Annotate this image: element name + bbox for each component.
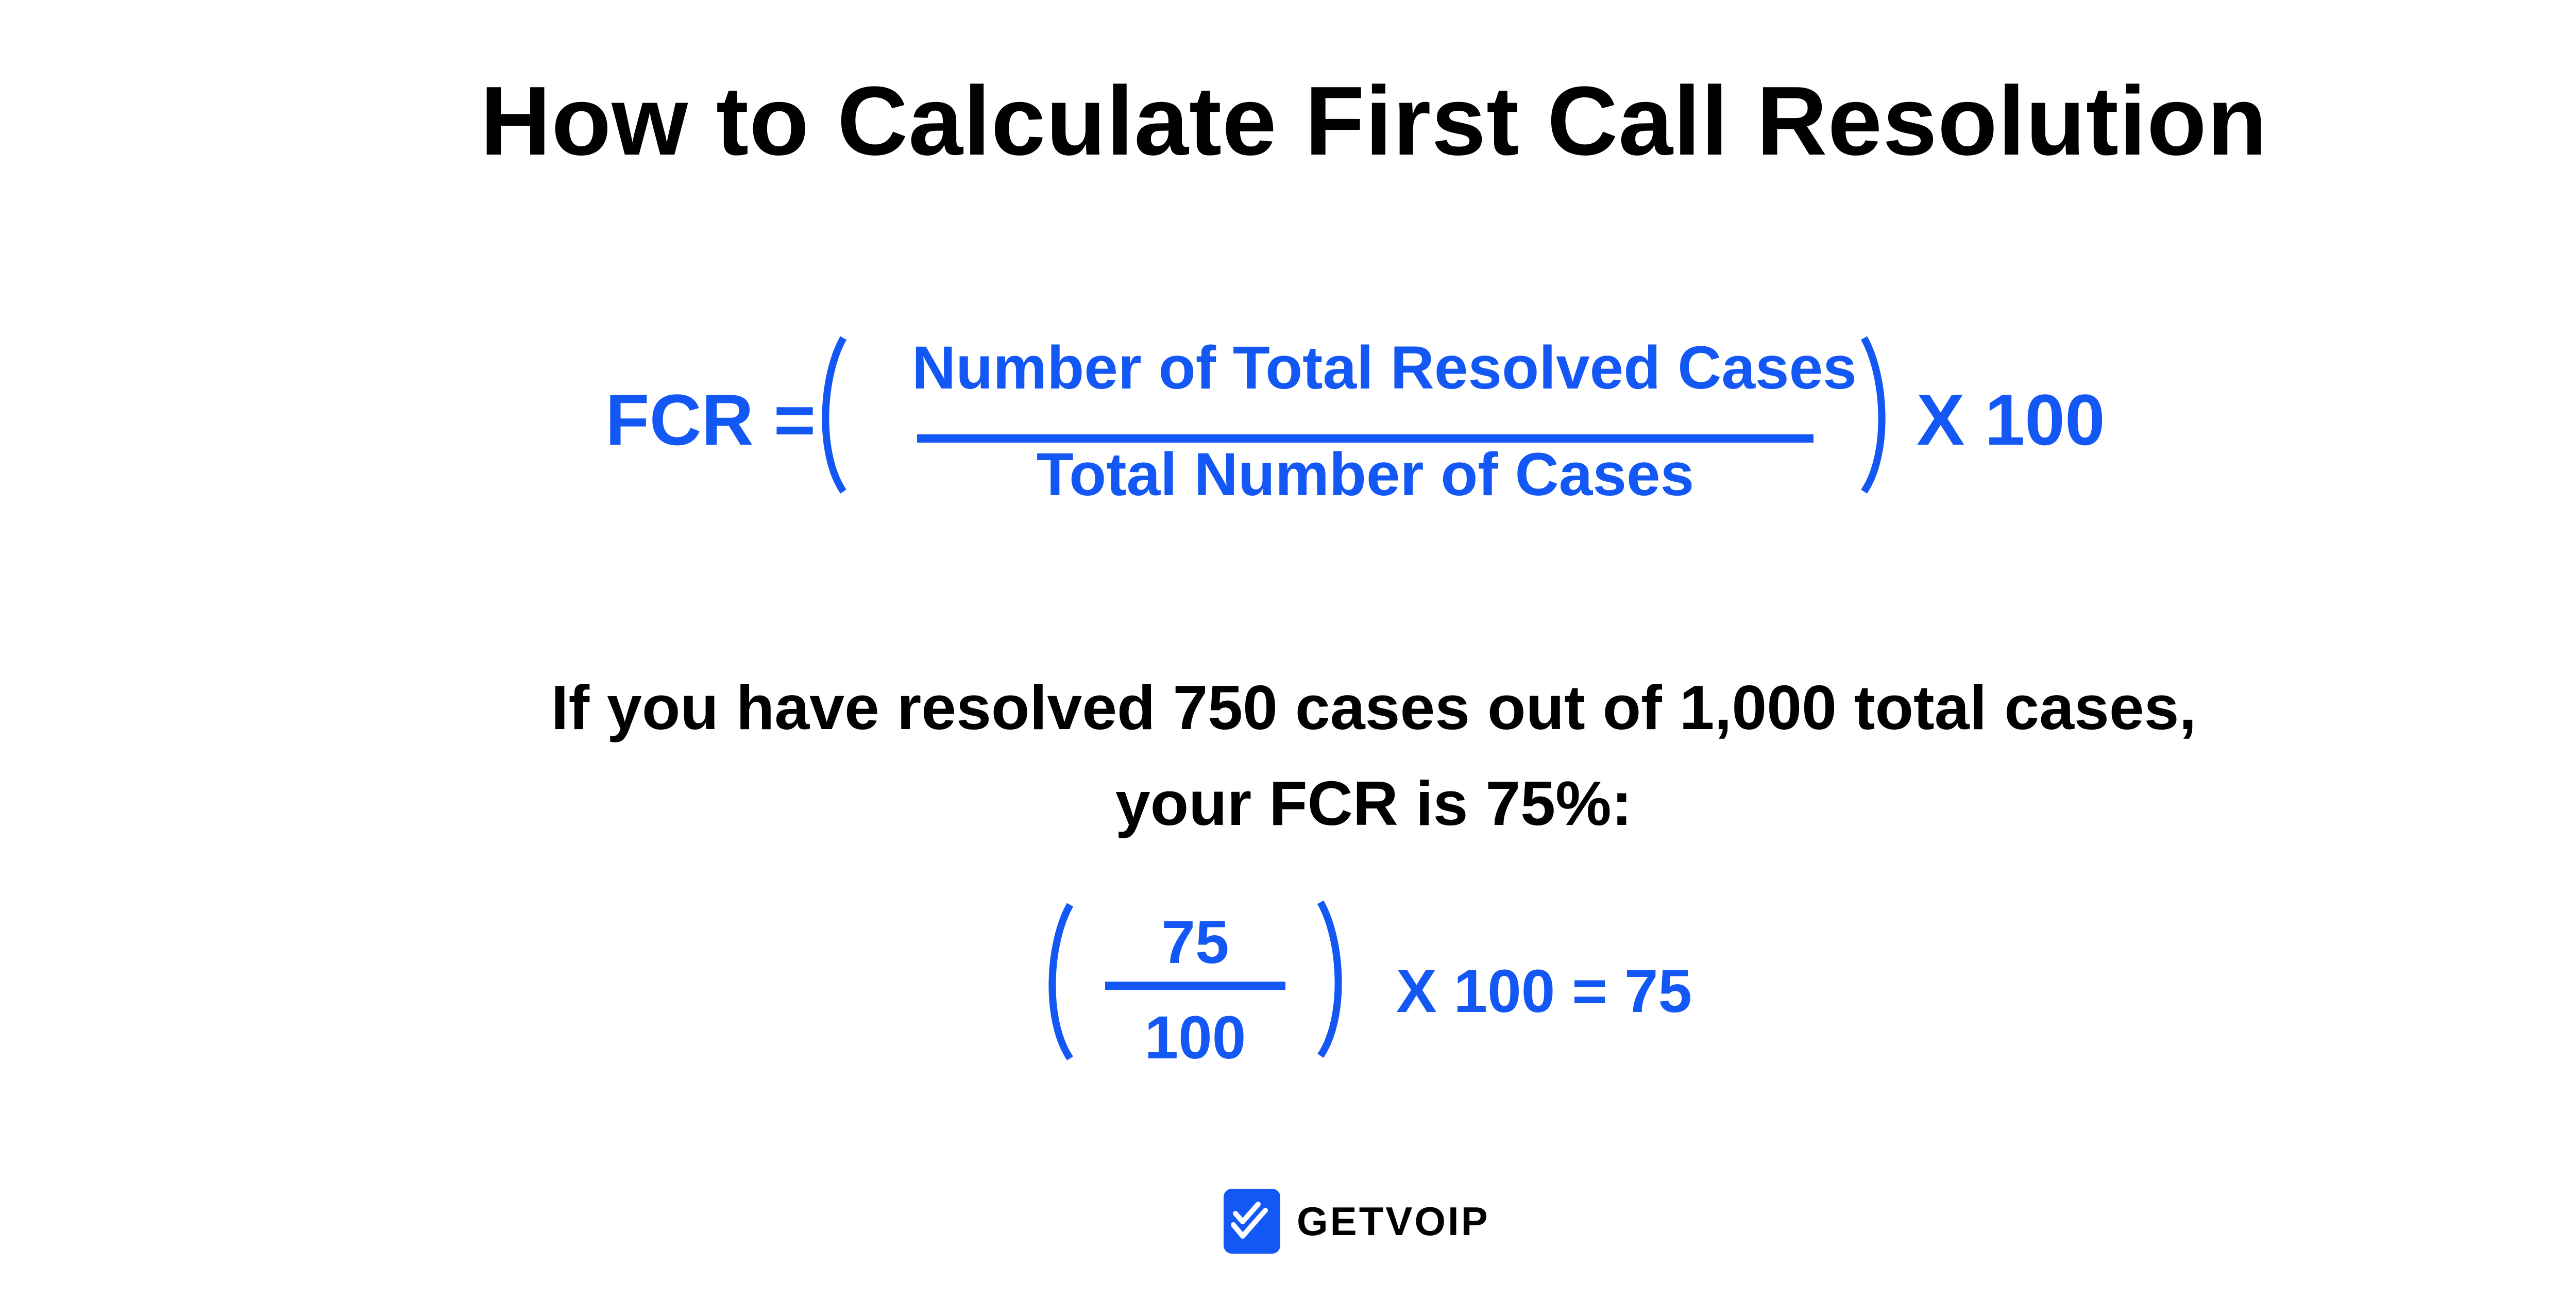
example-line-1: If you have resolved 750 cases out of 1,… (551, 672, 2197, 743)
calc-denominator: 100 (1144, 1004, 1246, 1072)
fraction-bar (917, 434, 1814, 443)
example-text: If you have resolved 750 cases out of 1,… (0, 660, 2576, 851)
right-parenthesis-icon (1311, 899, 1352, 1059)
formula-denominator: Total Number of Cases (1036, 441, 1694, 509)
example-calculation: 75 100 X 100 = 75 (0, 891, 2576, 1068)
formula-numerator: Number of Total Resolved Cases (912, 334, 1857, 402)
calc-numerator: 75 (1161, 908, 1229, 976)
logo-text: GETVOIP (1297, 1199, 1490, 1244)
calc-result: X 100 = 75 (1396, 957, 1692, 1025)
page-title: How to Calculate First Call Resolution (480, 66, 2267, 176)
getvoip-logo: GETVOIP (1224, 1188, 1490, 1255)
left-parenthesis-icon (1038, 902, 1079, 1061)
right-parenthesis-icon (1855, 335, 1896, 495)
fcr-formula: FCR = Number of Total Resolved Cases Tot… (0, 330, 2576, 505)
double-checkmark-icon (1224, 1189, 1280, 1254)
fraction-bar (1105, 982, 1285, 990)
left-parenthesis-icon (811, 335, 853, 495)
formula-multiplier: X 100 (1917, 379, 2105, 460)
formula-lhs: FCR = (605, 379, 816, 460)
example-line-2: your FCR is 75%: (1115, 768, 1633, 838)
